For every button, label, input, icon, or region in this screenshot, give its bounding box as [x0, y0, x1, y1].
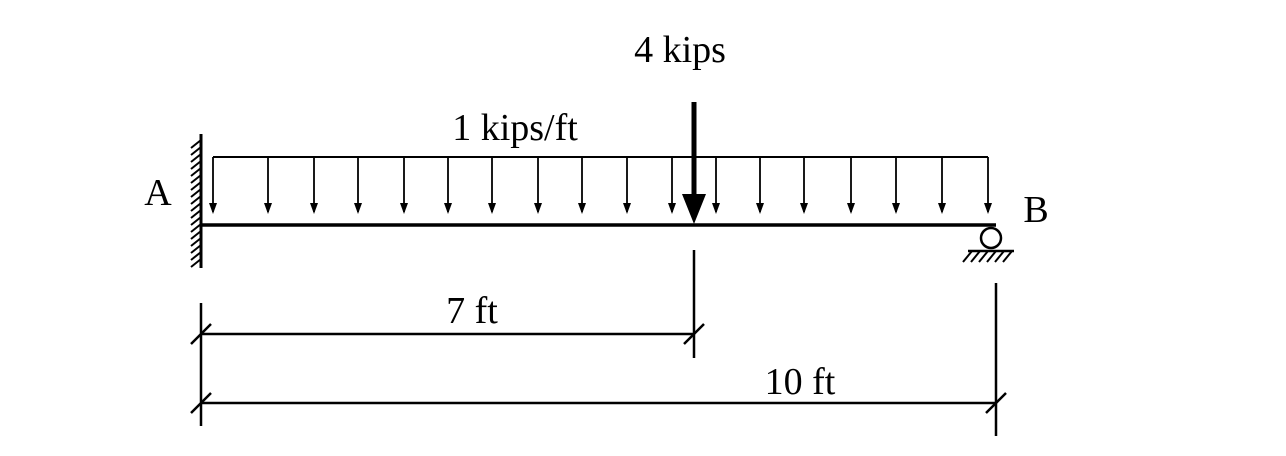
- distributed-load-arrow: [668, 157, 676, 214]
- wall-hatch-line: [190, 195, 202, 205]
- support-a-label: A: [144, 172, 172, 214]
- distributed-load-arrow: [892, 157, 900, 214]
- dimension-7ft: [190, 323, 705, 345]
- distributed-load-arrow: [534, 157, 542, 214]
- distributed-load-label: 1 kips/ft: [452, 107, 578, 149]
- ground-hatch-line: [970, 250, 981, 263]
- distributed-load-arrow: [756, 157, 764, 214]
- wall-hatch-line: [190, 223, 202, 233]
- wall-hatch-line: [190, 146, 202, 156]
- ground-hatch-line: [994, 250, 1005, 263]
- ground-hatch-line: [978, 250, 989, 263]
- distributed-load-arrow: [310, 157, 318, 214]
- wall-hatch-line: [190, 139, 202, 149]
- distributed-load-arrow: [209, 157, 217, 214]
- dimension-lines: [190, 250, 1007, 436]
- wall-hatch-line: [190, 153, 202, 163]
- wall-hatch-line: [190, 258, 202, 268]
- ground-hatch-line: [1002, 250, 1013, 263]
- wall-hatch-line: [190, 181, 202, 191]
- distributed-load-arrow: [444, 157, 452, 214]
- wall-hatch-line: [190, 160, 202, 170]
- distributed-load-arrow: [578, 157, 586, 214]
- distributed-load-arrow: [354, 157, 362, 214]
- fixed-support-a: [190, 134, 203, 268]
- support-b-label: B: [1023, 189, 1048, 231]
- wall-hatch-line: [190, 251, 202, 261]
- distributed-load-arrow: [623, 157, 631, 214]
- distributed-load-arrow: [264, 157, 272, 214]
- distributed-load-arrow: [400, 157, 408, 214]
- distributed-load: [209, 156, 992, 214]
- distributed-load-arrow: [938, 157, 946, 214]
- wall-hatch-line: [190, 167, 202, 177]
- wall-hatch-line: [190, 216, 202, 226]
- wall-hatch-line: [190, 230, 202, 240]
- wall-hatch-line: [190, 174, 202, 184]
- distributed-load-arrow: [800, 157, 808, 214]
- wall-hatch-line: [190, 202, 202, 212]
- dimension-long-label: 10 ft: [765, 361, 836, 403]
- distributed-load-arrow: [488, 157, 496, 214]
- wall-hatch-line: [190, 244, 202, 254]
- distributed-load-arrow: [712, 157, 720, 214]
- roller-support-b: [962, 226, 1014, 263]
- wall-hatch-line: [190, 188, 202, 198]
- point-load-arrow: [682, 102, 706, 224]
- distributed-load-arrow: [847, 157, 855, 214]
- ground-hatch-line: [962, 250, 973, 263]
- dimension-10ft: [190, 392, 1007, 414]
- point-load-label: 4 kips: [634, 29, 726, 71]
- dimension-short-label: 7 ft: [446, 290, 498, 332]
- ground-hatch-line: [986, 250, 997, 263]
- wall-hatch-line: [190, 209, 202, 219]
- distributed-load-arrow: [984, 157, 992, 214]
- wall-hatch-line: [190, 237, 202, 247]
